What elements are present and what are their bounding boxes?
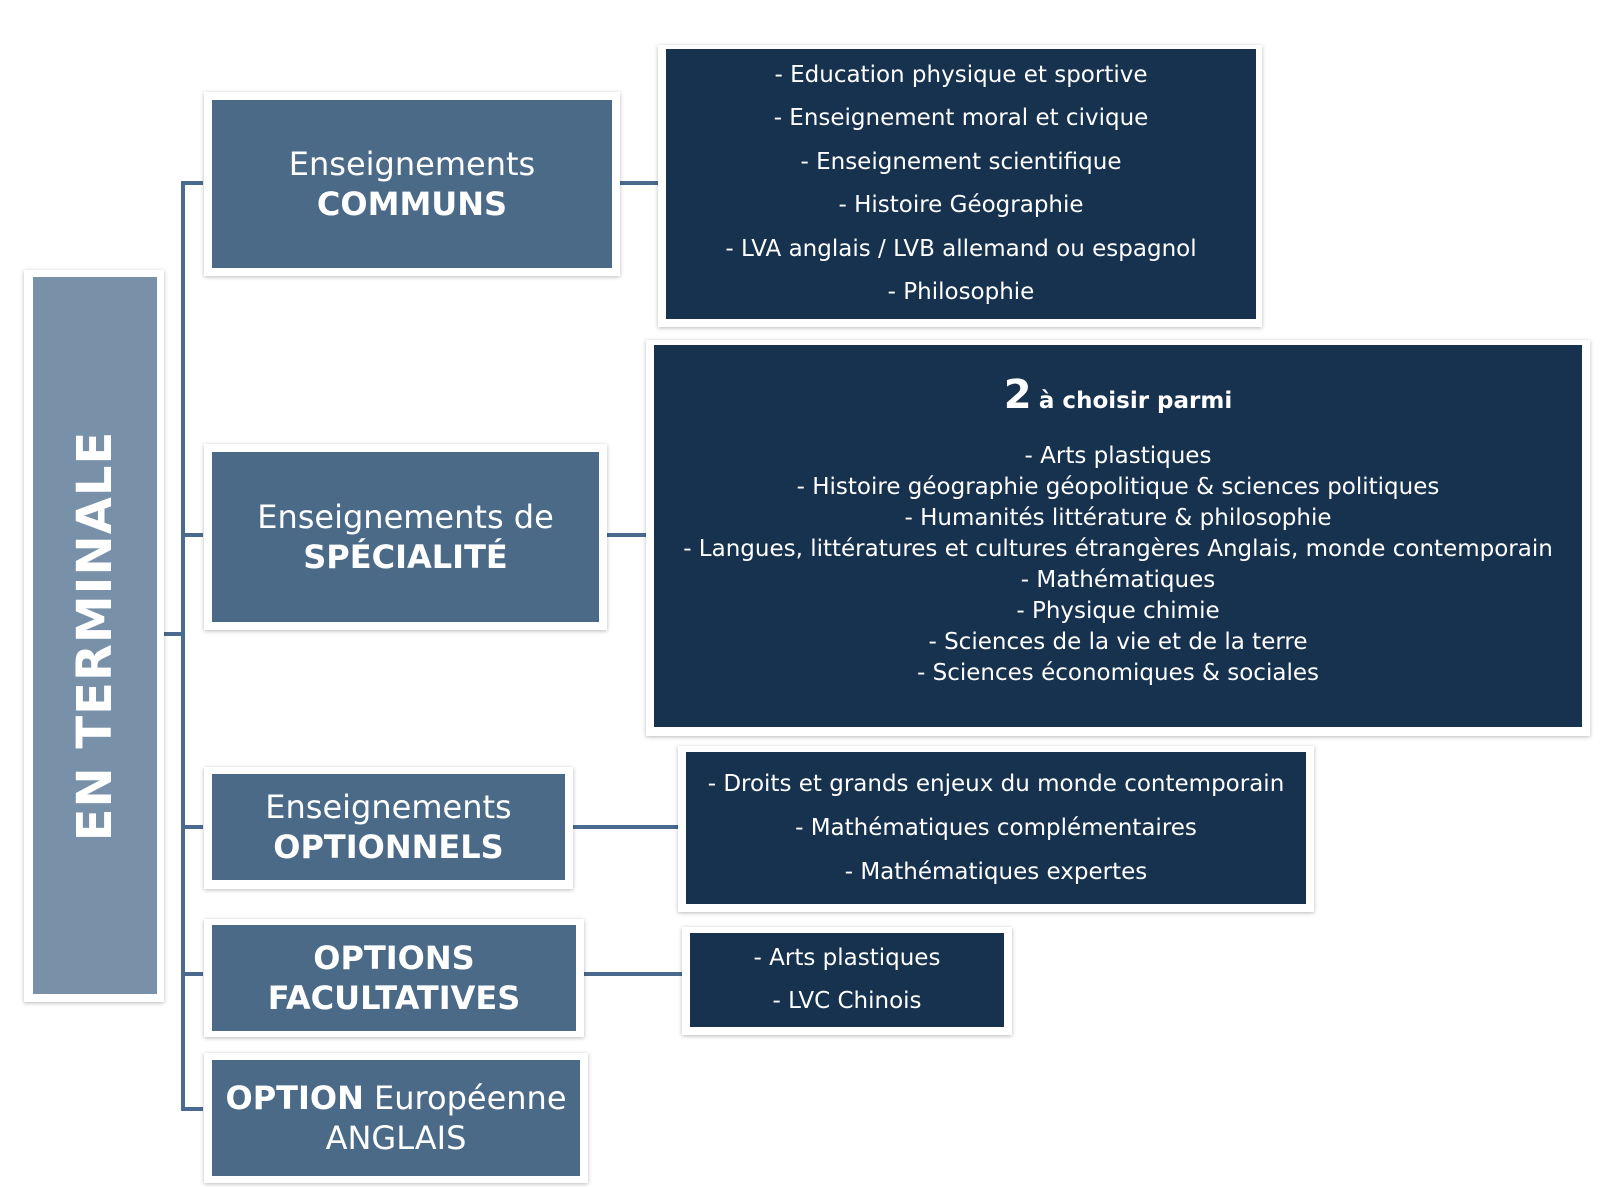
list-item: - Langues, littératures et cultures étra…: [683, 536, 1553, 562]
list-item: - Histoire géographie géopolitique & sci…: [796, 474, 1440, 500]
list-item: - Mathématiques expertes: [844, 859, 1148, 885]
specialite-choice-heading: 2 à choisir parmi: [1004, 373, 1232, 423]
list-item: - Histoire Géographie: [838, 192, 1084, 218]
communs-category-node: Enseignements COMMUNS: [212, 100, 612, 268]
list-item: - Enseignement scientifique: [800, 148, 1122, 175]
facultatives-category-line2: FACULTATIVES: [267, 979, 521, 1017]
list-item: - Humanités littérature & philosophie: [904, 505, 1332, 531]
specialite-list-box: 2 à choisir parmi - Arts plastiques - Hi…: [654, 345, 1582, 727]
list-item: - LVC Chinois: [772, 988, 922, 1014]
list-item: - Mathématiques: [1020, 567, 1216, 593]
specialite-choice-text: à choisir parmi: [1038, 388, 1233, 414]
specialite-category-line1: Enseignements de: [257, 498, 554, 536]
list-item: - Physique chimie: [1016, 598, 1220, 624]
europeenne-category-line1: OPTION Européenne: [225, 1078, 566, 1118]
connector-branch-optionnels: [181, 825, 203, 829]
connector-optionnels-to-list: [570, 825, 678, 829]
specialite-category-node: Enseignements de SPÉCIALITÉ: [212, 452, 599, 622]
optionnels-category-line1: Enseignements: [265, 788, 512, 826]
facultatives-category-node: OPTIONS FACULTATIVES: [212, 925, 576, 1031]
facultatives-category-line1: OPTIONS: [313, 939, 475, 977]
list-item: - Mathématiques complémentaires: [795, 815, 1197, 841]
connector-spine: [181, 181, 185, 1111]
optionnels-category-node: Enseignements OPTIONNELS: [212, 774, 565, 880]
list-item: - Sciences économiques & sociales: [917, 660, 1319, 686]
root-node-label: EN TERMINALE: [67, 430, 123, 841]
connector-communs-to-list: [617, 181, 659, 185]
list-item: - Droits et grands enjeux du monde conte…: [707, 771, 1285, 797]
europeenne-category-node: OPTION Européenne ANGLAIS: [212, 1060, 580, 1176]
connector-root-to-spine: [162, 632, 184, 636]
specialite-category-line2: SPÉCIALITÉ: [303, 538, 508, 576]
list-item: - Arts plastiques: [1024, 443, 1212, 469]
communs-list-box: - Education physique et sportive - Ensei…: [666, 49, 1256, 319]
list-item: - Philosophie: [887, 279, 1035, 305]
optionnels-category-line2: OPTIONNELS: [273, 828, 504, 866]
communs-category-line2: COMMUNS: [316, 185, 508, 223]
communs-category-line1: Enseignements: [288, 145, 536, 183]
europeenne-rest-label: Européenne: [374, 1079, 567, 1117]
optionnels-list-box: - Droits et grands enjeux du monde conte…: [686, 752, 1306, 904]
connector-branch-europeenne: [181, 1107, 203, 1111]
list-item: - Arts plastiques: [753, 945, 941, 971]
root-node: EN TERMINALE: [33, 277, 157, 994]
facultatives-list-box: - Arts plastiques - LVC Chinois: [690, 933, 1004, 1027]
connector-branch-specialite: [181, 533, 203, 537]
europeenne-category-line2: ANGLAIS: [325, 1119, 467, 1157]
connector-facultatives-to-list: [580, 972, 682, 976]
europeenne-bold-label: OPTION: [225, 1079, 364, 1117]
connector-branch-facultatives: [181, 972, 203, 976]
list-item: - Sciences de la vie et de la terre: [928, 629, 1308, 655]
list-item: - LVA anglais / LVB allemand ou espagnol: [725, 235, 1197, 262]
connector-branch-communs: [181, 181, 203, 185]
list-item: - Education physique et sportive: [774, 61, 1148, 88]
specialite-choice-number: 2: [1003, 372, 1032, 418]
connector-specialite-to-list: [604, 533, 648, 537]
list-item: - Enseignement moral et civique: [773, 105, 1149, 131]
